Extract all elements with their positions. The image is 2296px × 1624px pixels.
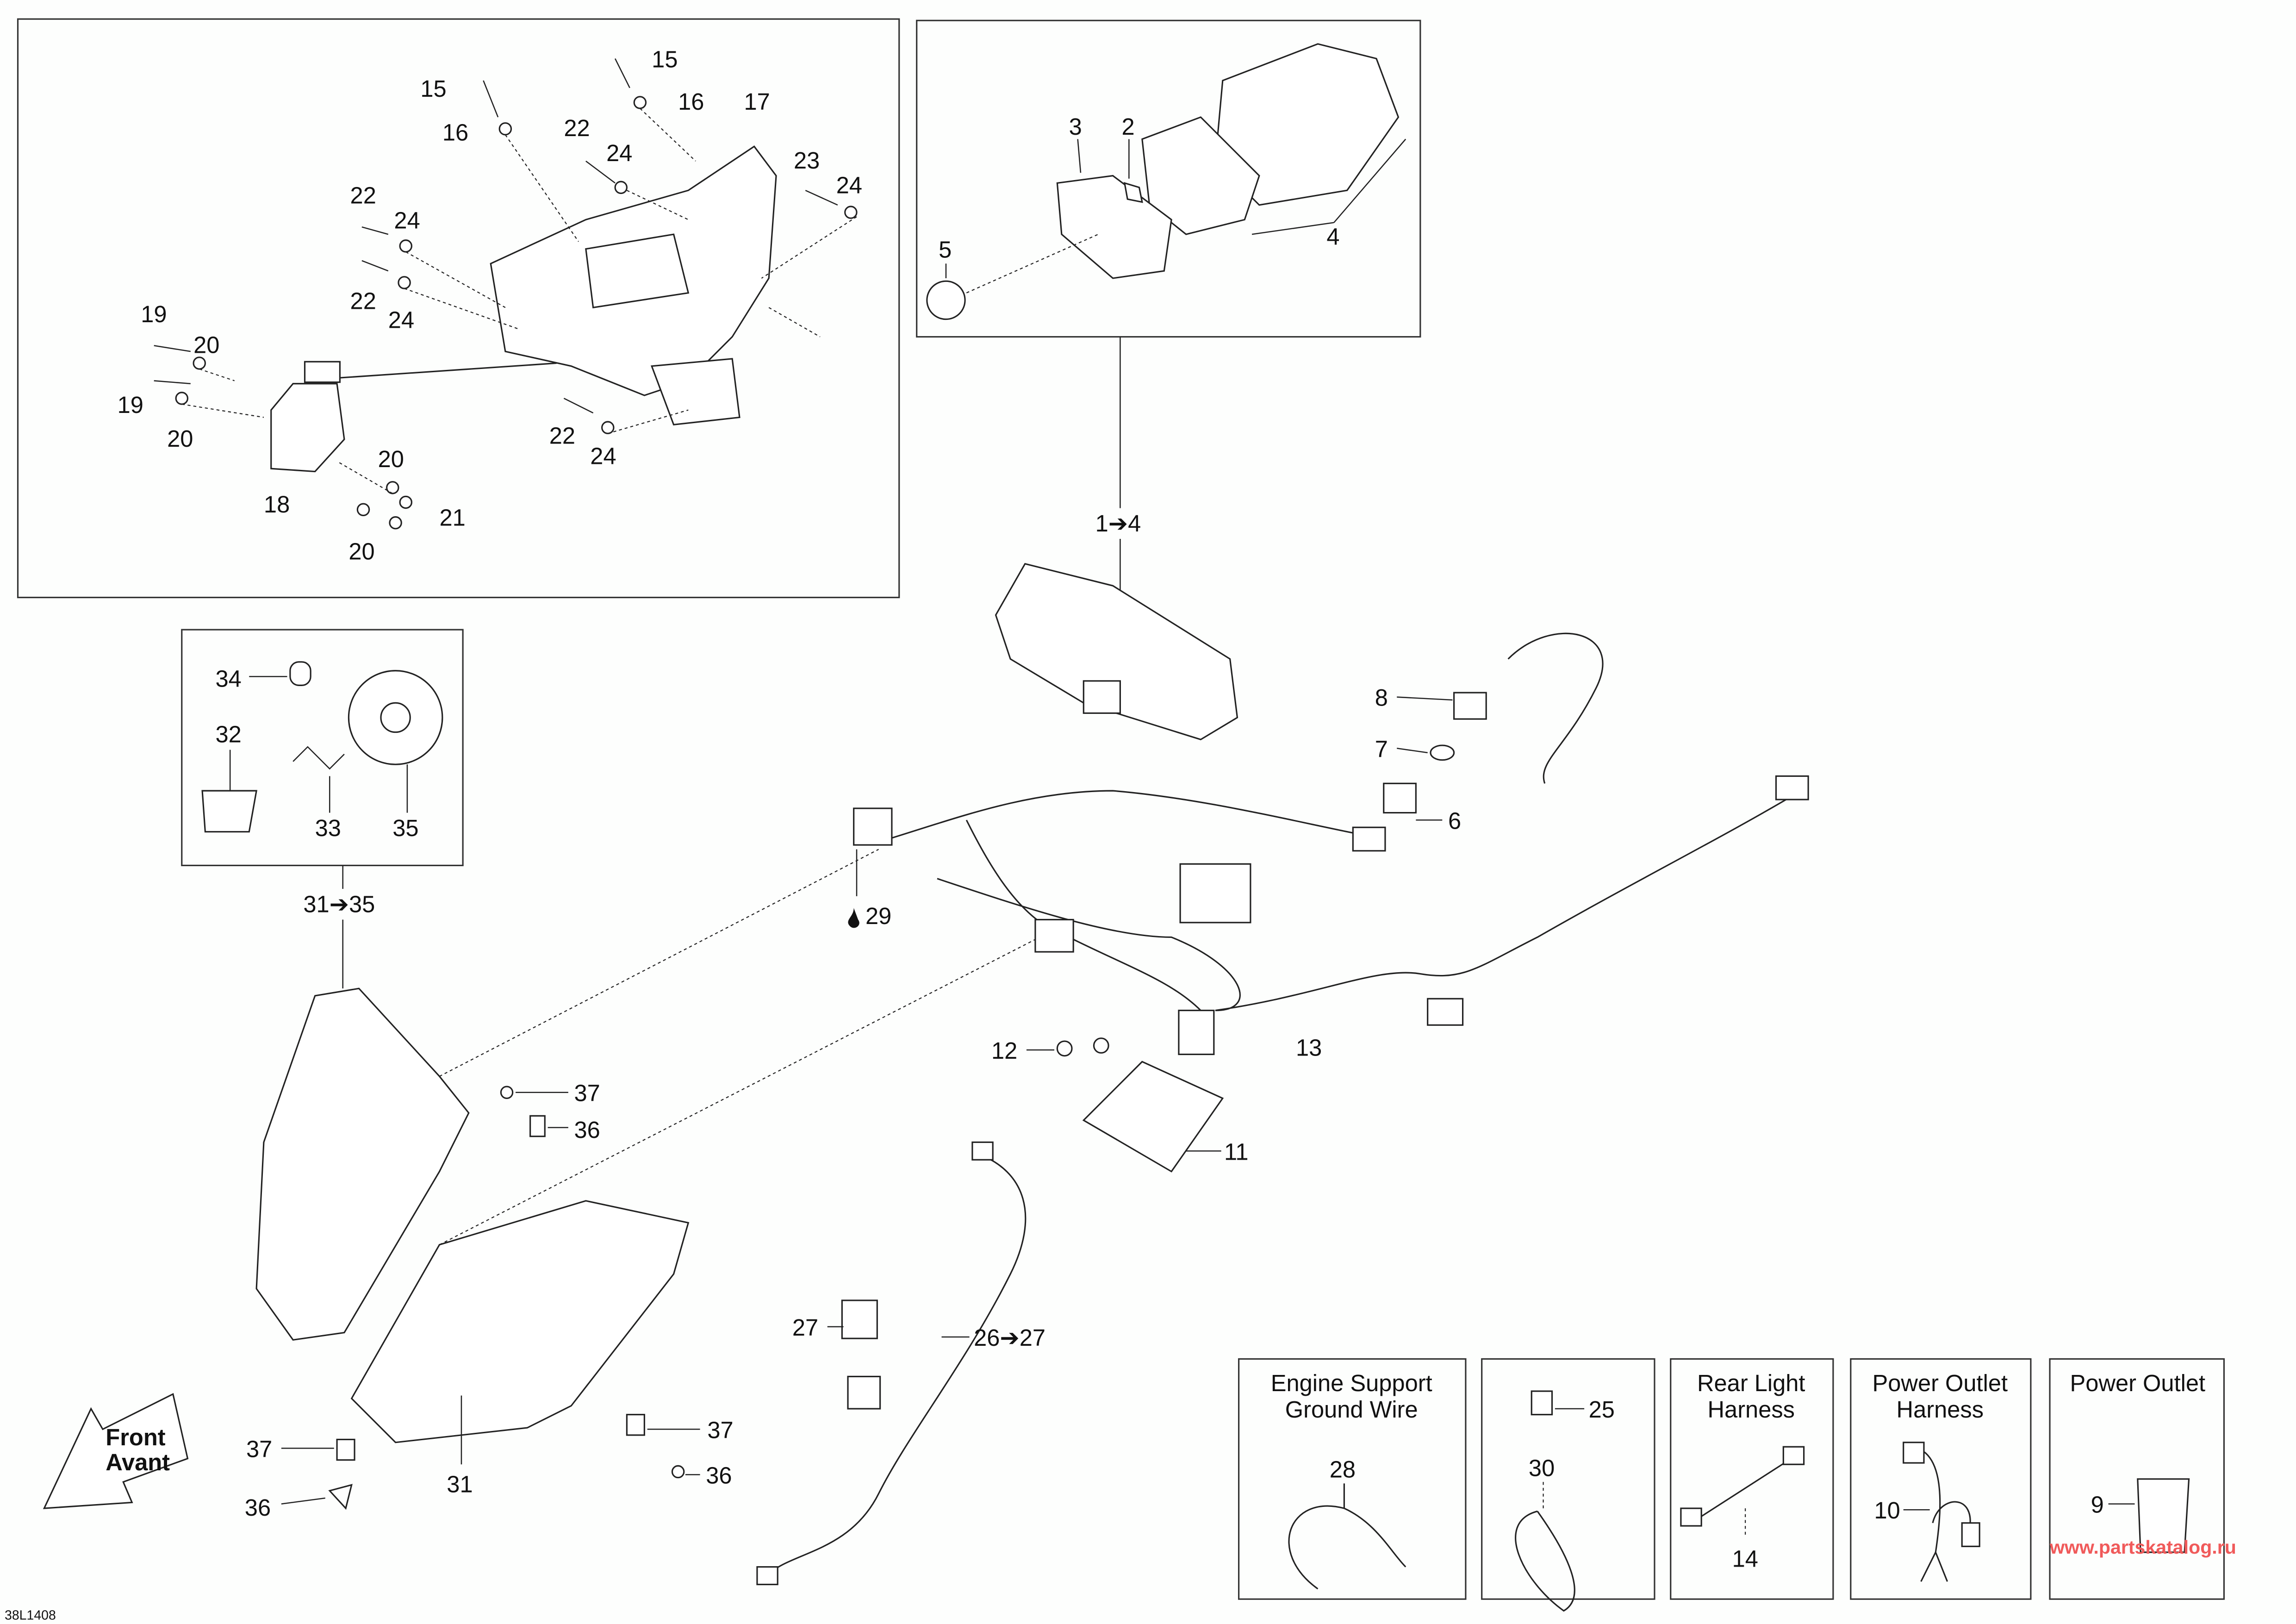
headlight-housing xyxy=(255,987,470,1341)
callout: 11 xyxy=(1224,1138,1249,1165)
callout: 20 xyxy=(348,538,374,564)
kit-title: Power Outlet xyxy=(2070,1370,2206,1396)
front-label: Front xyxy=(106,1424,165,1450)
callout: 24 xyxy=(590,443,616,469)
relay-harness-26-27 xyxy=(756,1141,1027,1586)
dashed-leaders xyxy=(439,849,1040,1245)
callout: 23 xyxy=(794,147,820,174)
callout: 36 xyxy=(574,1117,600,1143)
bracket-17 xyxy=(490,145,777,426)
callout: 32 xyxy=(216,721,242,748)
drop-icon xyxy=(848,908,859,928)
callout: 7 xyxy=(1375,736,1388,762)
callout: 29 xyxy=(865,903,891,929)
callout: 37 xyxy=(707,1417,733,1443)
callout: 27 xyxy=(792,1314,818,1341)
fasteners xyxy=(154,58,858,530)
callout: 33 xyxy=(315,815,341,841)
callout: 28 xyxy=(1330,1456,1356,1483)
callout: 8 xyxy=(1375,685,1388,711)
callout: 36 xyxy=(245,1494,271,1521)
callout: 14 xyxy=(1732,1546,1758,1572)
front-direction-arrow: Front Avant xyxy=(43,1393,189,1509)
callout: 37 xyxy=(246,1436,272,1462)
callout: 12 xyxy=(991,1037,1017,1064)
callout: 24 xyxy=(836,172,862,199)
kit-title: Engine Support xyxy=(1271,1370,1432,1396)
instrument-cluster-parts xyxy=(926,43,1406,320)
callout: 16 xyxy=(678,88,704,115)
callout: 31➔35 xyxy=(303,891,375,918)
callout: 5 xyxy=(939,237,952,263)
callout: 24 xyxy=(388,307,414,333)
callout: 20 xyxy=(193,331,219,358)
fasteners-36-37 xyxy=(281,1086,700,1510)
callout: 24 xyxy=(606,140,632,166)
callout: 24 xyxy=(394,207,420,233)
callout: 18 xyxy=(264,491,290,518)
callout: 19 xyxy=(141,301,167,327)
watermark: www.partskatalog.ru xyxy=(2049,1537,2236,1558)
callout: 36 xyxy=(706,1462,732,1488)
dess-key-parts xyxy=(1383,632,1604,821)
callout: 21 xyxy=(440,505,466,531)
callout: 9 xyxy=(2091,1492,2104,1518)
kit-fuse-tie: 25 30 xyxy=(1481,1358,1655,1612)
callout: 25 xyxy=(1589,1396,1615,1423)
avant-label: Avant xyxy=(106,1449,170,1475)
headlight-lens-31 xyxy=(350,1200,690,1443)
callout: 15 xyxy=(420,75,446,102)
kit-title: Ground Wire xyxy=(1285,1396,1418,1423)
callout: 16 xyxy=(442,119,468,146)
callout: 10 xyxy=(1874,1497,1900,1524)
callout: 22 xyxy=(350,287,376,314)
callout: 20 xyxy=(378,446,404,472)
callout: 15 xyxy=(652,46,678,73)
callout: 22 xyxy=(549,422,575,449)
headlight-bulb-parts xyxy=(201,661,443,833)
callout: 20 xyxy=(167,425,193,452)
switch-18 xyxy=(270,361,557,473)
callout: 31 xyxy=(447,1471,473,1497)
callout: 13 xyxy=(1296,1035,1322,1061)
kit-power-outlet-harness: Power Outlet Harness 10 xyxy=(1850,1358,2032,1600)
callout: 4 xyxy=(1326,223,1339,250)
kit-title: Harness xyxy=(1897,1396,1984,1423)
kit-title: Harness xyxy=(1708,1396,1795,1423)
callout: 22 xyxy=(350,182,376,209)
callout: 26➔27 xyxy=(974,1324,1045,1351)
bracket-group-box xyxy=(17,18,900,599)
callout: 34 xyxy=(216,666,242,692)
callout: 22 xyxy=(564,115,590,141)
cluster-connector xyxy=(1083,680,1121,714)
kit-rear-light-harness: Rear Light Harness 14 xyxy=(1670,1358,1834,1600)
instrument-cluster xyxy=(995,563,1238,741)
kit-power-outlet: Power Outlet 9 xyxy=(2049,1358,2225,1600)
diagram-id: 38L1408 xyxy=(5,1608,56,1623)
kit-engine-support-ground-wire: Engine Support Ground Wire 28 xyxy=(1238,1358,1467,1600)
callout: 19 xyxy=(118,392,143,418)
callout: 30 xyxy=(1529,1455,1555,1481)
callout: 37 xyxy=(574,1080,600,1106)
voltage-regulator-11 xyxy=(1026,1037,1224,1173)
callout: 1➔4 xyxy=(1095,510,1141,537)
cluster-group-box xyxy=(916,19,1421,338)
callout: 2 xyxy=(1122,113,1135,140)
callouts: 15 15 16 16 17 22 24 23 24 22 24 22 24 1… xyxy=(118,46,1462,1521)
callout: 17 xyxy=(744,88,770,115)
callout: 6 xyxy=(1448,807,1461,834)
headlight-bulb-group-box xyxy=(181,629,464,867)
callout: 3 xyxy=(1069,113,1082,140)
kit-title: Rear Light xyxy=(1697,1370,1805,1396)
kit-title: Power Outlet xyxy=(1873,1370,2008,1396)
callout: 35 xyxy=(392,815,418,841)
main-harness-13 xyxy=(853,775,1809,1056)
